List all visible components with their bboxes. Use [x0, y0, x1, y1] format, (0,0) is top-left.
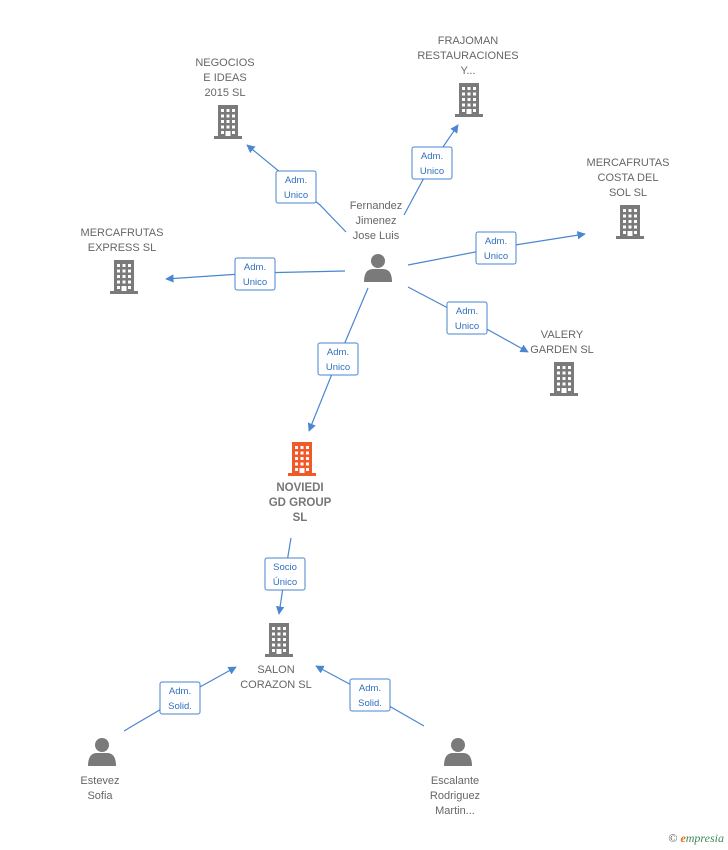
node-label: Martin... [435, 805, 475, 817]
edge-noviedi: Adm. Unico [307, 287, 369, 432]
node-label: SOL SL [609, 187, 647, 199]
building-icon [110, 260, 138, 294]
edge-label-text: Solid. [168, 701, 192, 712]
edge-label-text: Adm. [285, 175, 307, 186]
edge-label-text: Unico [284, 190, 308, 201]
edge-label-text: Adm. [327, 347, 349, 358]
node-label: Estevez [80, 775, 119, 787]
node-label: Fernandez [350, 200, 403, 212]
edge-label-text: Adm. [169, 686, 191, 697]
node-label: E IDEAS [203, 72, 246, 84]
node-frajoman[interactable]: FRAJOMAN RESTAURACIONES Y... [417, 35, 519, 117]
edge-estevez: Adm. Solid. [123, 666, 237, 732]
node-negocios[interactable]: NEGOCIOS E IDEAS 2015 SL [195, 57, 255, 139]
edge-label-box[interactable] [349, 678, 391, 712]
node-label: NOVIEDI [276, 482, 323, 494]
node-label: MERCAFRUTAS [81, 227, 164, 239]
node-label: NEGOCIOS [195, 57, 254, 69]
node-label: RESTAURACIONES [417, 50, 518, 62]
node-label: Y... [460, 65, 475, 77]
node-label: GD GROUP [269, 497, 332, 509]
building-icon [288, 442, 316, 476]
edge-label-text: Socio [273, 562, 297, 573]
person-icon [88, 738, 116, 766]
node-label: SL [293, 512, 308, 524]
person-icon [364, 254, 392, 282]
edge-label-box[interactable] [317, 342, 359, 376]
node-label: GARDEN SL [530, 344, 594, 356]
edge-label-text: Unico [420, 166, 444, 177]
node-label: CORAZON SL [240, 679, 312, 691]
edge-label-text: Solid. [358, 698, 382, 709]
node-label: MERCAFRUTAS [587, 157, 670, 169]
building-icon [616, 205, 644, 239]
edge-escalante: Adm. Solid. [315, 665, 425, 727]
node-label: VALERY [541, 329, 584, 341]
edge-label-box[interactable] [264, 557, 306, 591]
building-icon [455, 83, 483, 117]
edge-label-box[interactable] [275, 170, 317, 204]
person-icon [444, 738, 472, 766]
building-icon [550, 362, 578, 396]
edge-costa: Adm. Unico [407, 231, 586, 266]
node-label: Jose Luis [353, 230, 400, 242]
edge-frajoman: Adm. Unico [403, 124, 459, 216]
brand-initial: e [680, 831, 686, 845]
edge-label-text: Adm. [359, 683, 381, 694]
edge-label-text: Adm. [421, 151, 443, 162]
node-costa[interactable]: MERCAFRUTAS COSTA DEL SOL SL [587, 157, 670, 239]
node-noviedi[interactable]: NOVIEDI GD GROUP SL [269, 442, 332, 524]
node-salon[interactable]: SALON CORAZON SL [240, 623, 312, 691]
node-label: Escalante [431, 775, 479, 787]
edge-label-box[interactable] [234, 257, 276, 291]
edge-valery: Adm. Unico [407, 286, 529, 353]
edge-label-text: Unico [484, 251, 508, 262]
node-label: Rodriguez [430, 790, 480, 802]
node-label: COSTA DEL [598, 172, 659, 184]
node-escalante[interactable]: EscalanteRodriguezMartin... [430, 738, 480, 817]
edge-label-text: Adm. [244, 262, 266, 273]
node-valery[interactable]: VALERY GARDEN SL [530, 329, 594, 396]
edge-label-text: Unico [243, 277, 267, 288]
edge-label-text: Adm. [485, 236, 507, 247]
edge-negocios: Adm. Unico [246, 144, 347, 233]
node-label: FRAJOMAN [438, 35, 499, 47]
edge-label-text: Único [273, 577, 297, 588]
node-label: SALON [257, 664, 294, 676]
edge-express: Adm. Unico [165, 257, 346, 291]
edge-label-box[interactable] [411, 146, 453, 180]
edge-label-text: Adm. [456, 306, 478, 317]
edge-label-text: Unico [326, 362, 350, 373]
edge-label-text: Unico [455, 321, 479, 332]
node-express[interactable]: MERCAFRUTAS EXPRESS SL [81, 227, 164, 294]
building-icon [265, 623, 293, 657]
node-label: Jimenez [356, 215, 397, 227]
node-label: EXPRESS SL [88, 242, 156, 254]
edge-label-box[interactable] [475, 231, 517, 265]
edge-label-box[interactable] [446, 301, 488, 335]
building-icon [214, 105, 242, 139]
brand-name: mpresia [685, 831, 724, 845]
node-label: 2015 SL [205, 87, 246, 99]
node-label: Sofia [87, 790, 113, 802]
edge-arrow [246, 144, 347, 233]
edge-label-box[interactable] [159, 681, 201, 715]
copyright-symbol: © [668, 831, 678, 845]
brand-logo: ©empresia [668, 831, 724, 846]
